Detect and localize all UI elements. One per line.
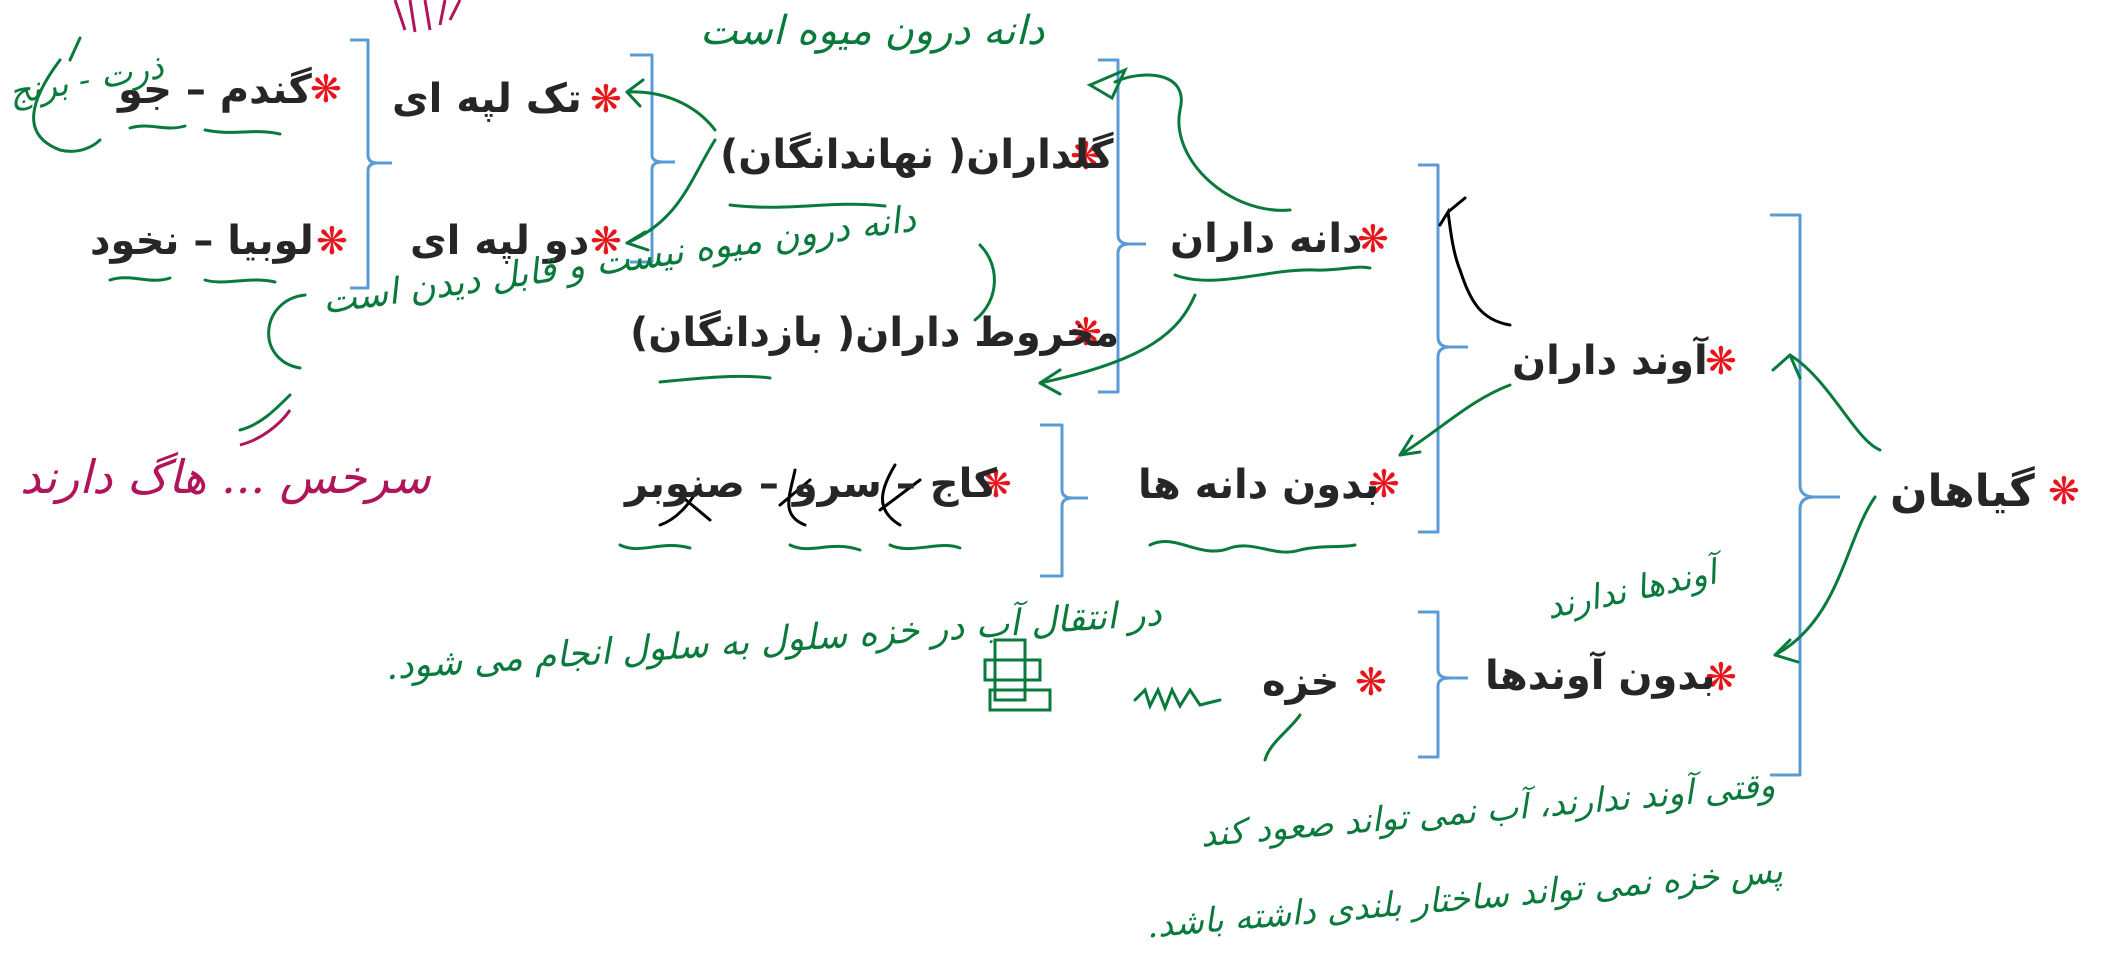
brace-seedless [1040,423,1088,578]
seed-bullet-icon: ❋ [1357,217,1389,261]
monocot-label: تک لپه ای [392,76,582,122]
paren-gym-left [238,393,292,432]
brace-root [1770,213,1840,777]
brace-angiosperm [630,53,675,264]
brace-vascular [1418,163,1468,534]
dicot-label: دو لپه ای [410,218,590,264]
brace-cotyledon [350,38,392,290]
underline-seedless [1148,539,1357,554]
cross-kaj [878,463,922,527]
vascular-label: آوند داران [1512,338,1708,384]
nonvascular-label: بدون آوندها [1485,653,1716,699]
seedless-examples-bullet-icon: ❋ [980,462,1012,506]
arrow-vascular-to-seedless [1398,383,1512,457]
underline-examples [618,543,962,552]
black-ink [658,196,1512,527]
arrow-seed-to-gymnosperm [1038,293,1197,385]
underline-barley [128,124,187,130]
underline-angiosperm [728,202,887,209]
note-seed-in-fruit: دانه درون میوه است [700,8,1045,54]
arrow-root-to-vascular [1788,353,1882,452]
monocot-examples-label: گندم – جو [118,67,312,113]
vascular-bullet-icon: ❋ [1705,339,1737,383]
arrow-black-vascular [1438,196,1512,327]
underline-seed [1173,265,1372,282]
seedless-label: بدون دانه ها [1138,462,1380,508]
seedless-bullet-icon: ❋ [1368,462,1400,506]
root-label: گیاهان [1890,466,2035,517]
moss-squiggle [1133,686,1222,713]
root-bullet-icon: ❋ [2048,469,2080,513]
gymnosperm-label: مخروط داران( بازدانگان) [630,310,1120,356]
brace-nonvascular [1418,610,1468,759]
underline-wheat [203,128,282,136]
arrow-angiosperm-to-monocot [625,90,717,132]
seedless-examples-label: کاج – سرو – صنوبر [625,461,997,507]
corn-rice-ink [32,58,102,153]
cross-sarv [778,468,812,527]
dicot-bullet-icon: ❋ [590,219,622,263]
brace-seed [1098,58,1146,394]
seed-label: دانه داران [1170,216,1363,262]
monocot-bullet-icon: ❋ [590,77,622,121]
green-ink [32,36,1882,762]
dicot-examples-label: لوبیا – نخود [90,218,314,264]
magenta-ink [239,0,462,447]
paren-left [267,293,307,370]
monocot-examples-bullet-icon: ❋ [310,67,342,111]
angiosperm-label: گلداران( نهاندانگان) [720,132,1114,178]
cell-drawing [983,638,1052,712]
arrow-seed-to-angiosperm [1113,73,1292,212]
cross-sanobar [658,483,712,527]
underline-bean [203,278,277,284]
moss-label: خزه [1262,659,1340,705]
arrow-root-to-nonvascular [1773,495,1877,657]
paren-right [973,243,996,322]
note-ferns: سرخس ... هاگ دارند [20,450,431,504]
moss-bullet-icon: ❋ [1355,660,1387,704]
magenta-tick [239,409,292,447]
gymnosperm-bullet-icon: ❋ [1070,310,1102,354]
moss-tick [1263,713,1302,762]
angiosperm-bullet-icon: ❋ [1070,134,1102,178]
underline-pea [108,276,172,282]
underline-gymnosperm [658,374,772,384]
nonvascular-bullet-icon: ❋ [1705,655,1737,699]
dicot-examples-bullet-icon: ❋ [316,219,348,263]
